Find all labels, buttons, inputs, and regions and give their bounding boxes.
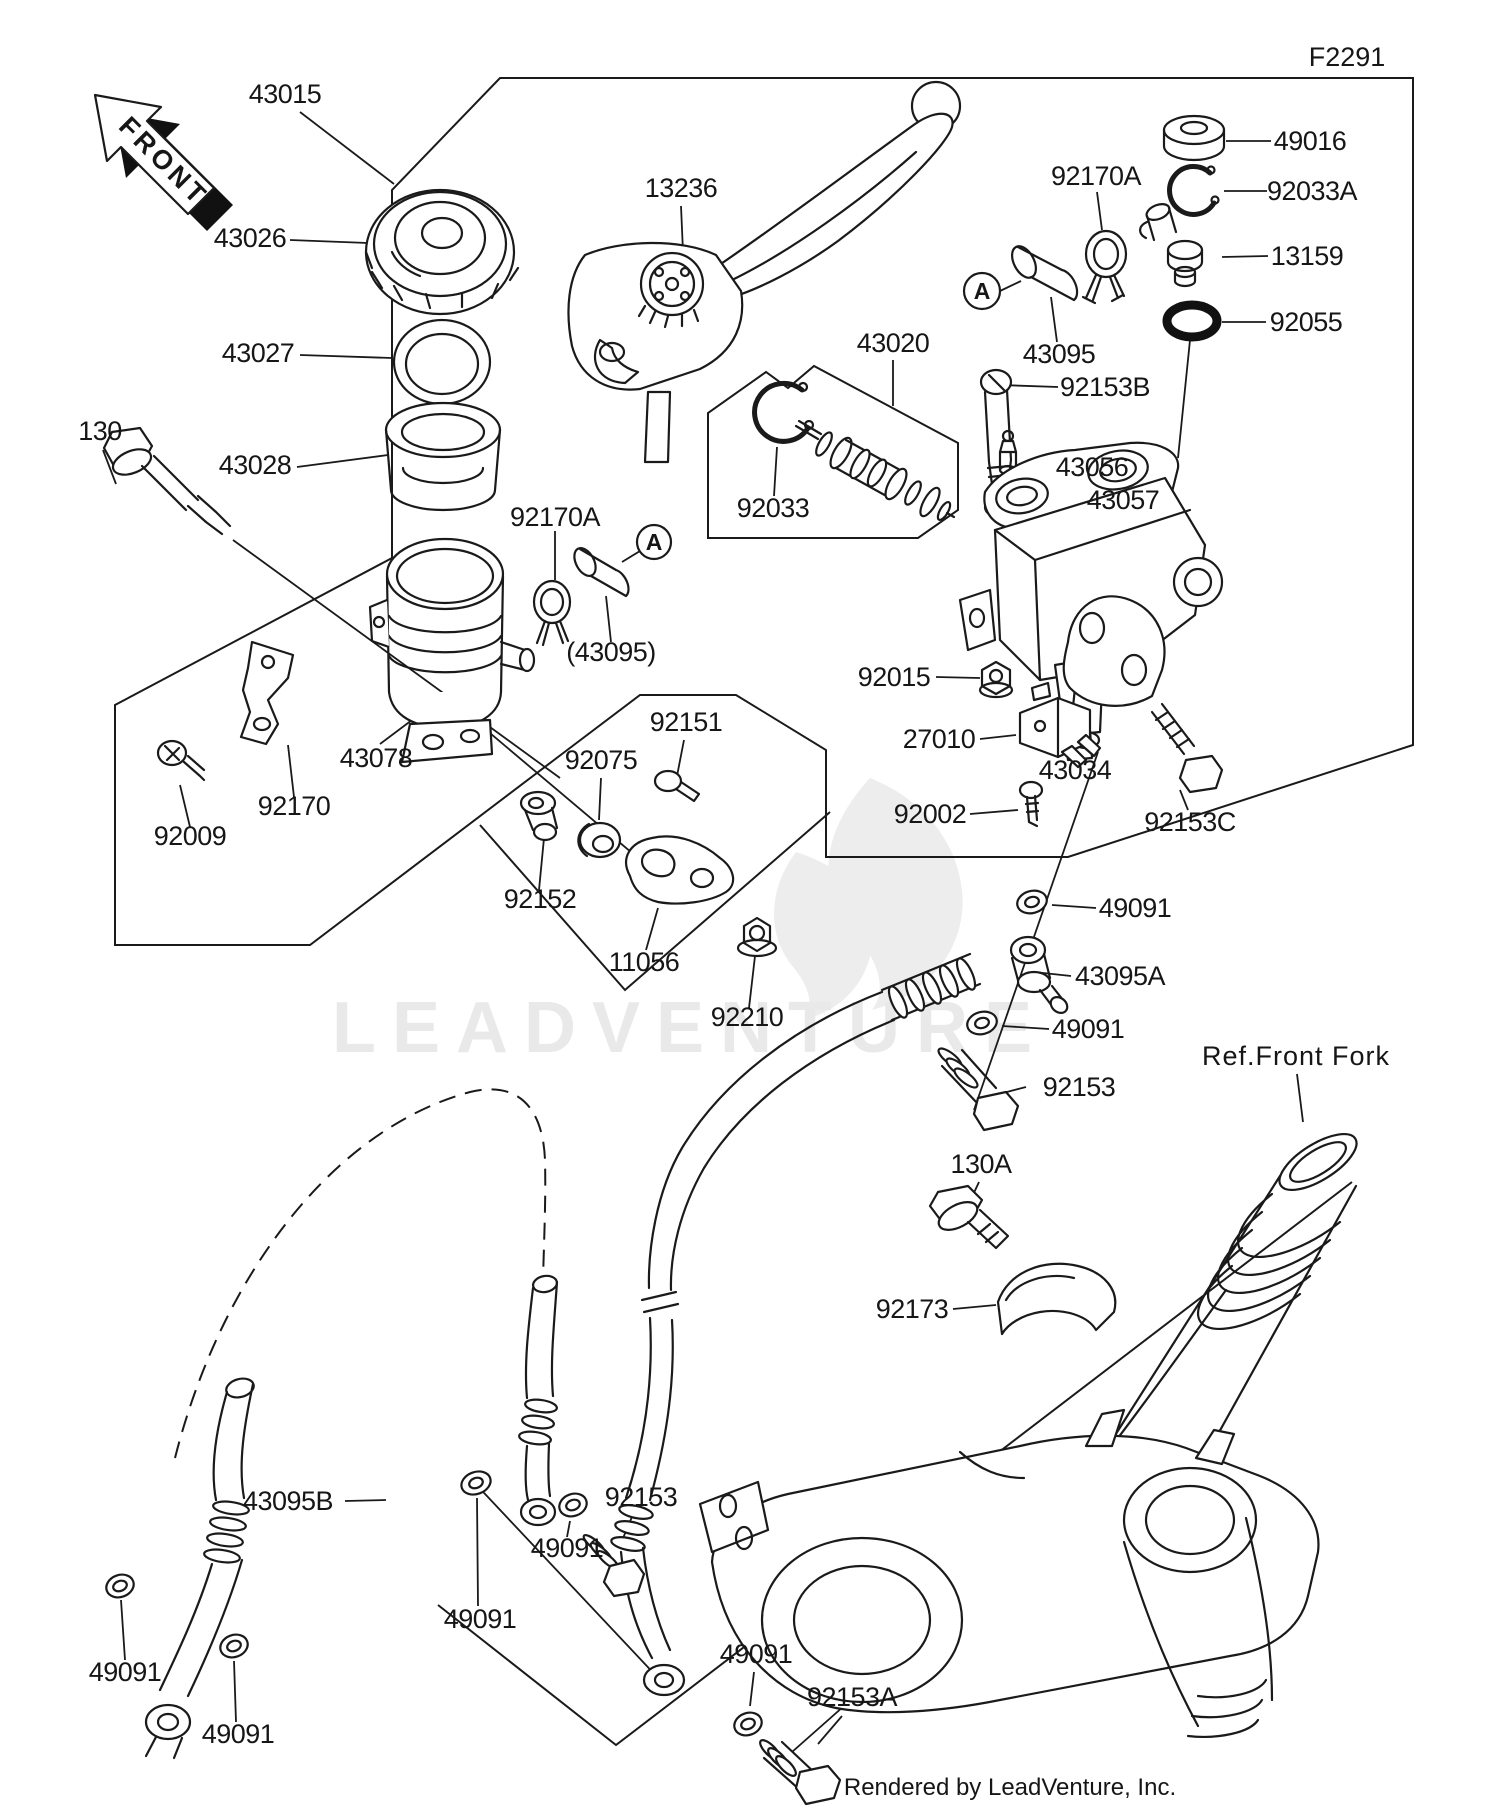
part-label-49091-7: 49091 <box>720 1639 793 1669</box>
render-credit: Rendered by LeadVenture, Inc. <box>844 1774 1176 1801</box>
part-label-92170A-top: 92170A <box>1051 161 1142 191</box>
part-label-92152: 92152 <box>504 884 577 914</box>
nut-92210-drawing <box>736 916 778 958</box>
part-label-43020: 43020 <box>857 328 930 358</box>
washers-49091-drawing <box>105 889 1048 1737</box>
front-fork-drawing <box>698 1133 1358 1738</box>
part-label-130: 130 <box>78 416 122 446</box>
part-label-130A: 130A <box>950 1149 1012 1179</box>
hardware-group-chevron <box>479 811 831 992</box>
brake-hose-lower-drawing <box>144 1274 559 1760</box>
part-label-43056: 43056 <box>1056 452 1129 482</box>
joint-13159-drawing <box>1139 203 1204 288</box>
clamp-92170A-left-drawing <box>532 579 572 647</box>
part-label-49091-5: 49091 <box>444 1604 517 1634</box>
circlip-92033-drawing <box>752 380 815 444</box>
part-label-27010: 27010 <box>903 724 976 754</box>
part-label-92015: 92015 <box>858 662 931 692</box>
brake-lever-drawing <box>567 80 962 464</box>
part-label-49091-1: 49091 <box>1099 893 1172 923</box>
diaphragm-cup-drawing <box>384 401 502 512</box>
circlip-92033A-drawing <box>1167 164 1220 217</box>
nut-92015-drawing <box>978 660 1014 699</box>
screw-92151-drawing <box>653 769 701 803</box>
watermark-flame-logo <box>774 778 963 1020</box>
part-label-92153-mid: 92153 <box>1043 1072 1116 1102</box>
banjo-bolt-92153A-drawing <box>759 1739 842 1806</box>
cap-ring-drawing <box>392 318 492 406</box>
part-label-11056: 11056 <box>609 947 680 977</box>
hose-routing-dashed-arc <box>174 1088 547 1459</box>
part-label-43015: 43015 <box>249 79 322 109</box>
damper-92075-drawing <box>577 821 622 859</box>
part-label-92170A-left: 92170A <box>510 502 601 532</box>
banjo-bolt-92153-bottom-drawing <box>582 1533 646 1598</box>
clamp-92170A-top-drawing <box>1081 229 1128 305</box>
part-label-43034: 43034 <box>1039 755 1112 785</box>
switch-27010-drawing <box>1018 681 1102 769</box>
part-label-43078: 43078 <box>340 743 413 773</box>
part-label-92173: 92173 <box>876 1294 949 1324</box>
reservoir-cap-drawing <box>364 188 520 316</box>
part-label-49091-3: 49091 <box>89 1657 162 1687</box>
part-label-43095-paren: (43095) <box>566 637 656 667</box>
sleeve-43095-top-drawing <box>1010 245 1079 302</box>
part-label-43057: 43057 <box>1087 485 1160 515</box>
part-label-92170: 92170 <box>258 791 331 821</box>
part-label-43095A: 43095A <box>1075 961 1166 991</box>
piston-kit-box <box>707 364 959 539</box>
part-label-13236: 13236 <box>645 173 718 203</box>
banjo-bolt-92153-mid-drawing <box>937 1047 1020 1132</box>
detail-marker-a-left: A <box>635 523 673 561</box>
guide-92173-drawing <box>996 1262 1117 1336</box>
part-label-43026: 43026 <box>214 223 287 253</box>
bolt-130A-drawing <box>928 1184 1010 1250</box>
part-label-49016: 49016 <box>1274 126 1347 156</box>
part-label-43027: 43027 <box>222 338 295 368</box>
part-label-92153C: 92153C <box>1144 807 1236 837</box>
part-label-13159: 13159 <box>1271 241 1344 271</box>
detail-marker-a-top: A <box>962 271 1002 311</box>
detail-marker-a-left-label: A <box>646 529 663 555</box>
bottom-routing-chevron <box>437 1181 1353 1747</box>
part-label-92153-bottom: 92153 <box>605 1482 678 1512</box>
stay-92170-drawing <box>239 640 295 746</box>
part-label-92055: 92055 <box>1270 307 1343 337</box>
diagram-code: F2291 <box>1309 42 1386 72</box>
bolt-92153C-drawing <box>1150 702 1224 794</box>
part-label-92153B: 92153B <box>1060 372 1150 402</box>
grommet-92152-drawing <box>519 790 559 842</box>
ref-front-fork-label: Ref.Front Fork <box>1202 1041 1390 1071</box>
grommet-49016-drawing <box>1162 114 1226 162</box>
piston-kit-drawing <box>794 419 956 521</box>
part-label-92033A: 92033A <box>1267 176 1358 206</box>
screw-92009-drawing <box>156 739 206 782</box>
part-label-92153A: 92153A <box>807 1682 898 1712</box>
part-label-49091-2: 49091 <box>1052 1014 1125 1044</box>
part-label-43095B: 43095B <box>243 1486 333 1516</box>
reservoir-body-drawing <box>368 537 536 764</box>
brake-hose-upper-drawing <box>610 935 1069 1697</box>
part-label-92210: 92210 <box>711 1002 784 1032</box>
sleeve-43095-left-drawing <box>573 546 630 598</box>
part-label-92151: 92151 <box>650 707 723 737</box>
axis-lines <box>232 339 1191 1753</box>
detail-marker-a-top-label: A <box>974 278 991 304</box>
part-label-43028: 43028 <box>219 450 292 480</box>
part-label-92033: 92033 <box>737 493 810 523</box>
clamp-43034-drawing <box>1062 595 1166 707</box>
part-label-92002: 92002 <box>894 799 967 829</box>
bracket-11056-drawing <box>625 835 735 905</box>
part-label-43095-top: 43095 <box>1023 339 1096 369</box>
part-label-49091-4: 49091 <box>202 1719 275 1749</box>
front-direction-arrow: FRONT <box>93 93 233 231</box>
part-label-92009: 92009 <box>154 821 227 851</box>
part-label-49091-6: 49091 <box>531 1533 604 1563</box>
screw-92002-drawing <box>1018 780 1044 828</box>
part-label-92075: 92075 <box>565 745 638 775</box>
oring-92055-drawing <box>1162 300 1222 342</box>
main-assembly-box <box>114 77 1414 946</box>
bolt-130-drawing <box>102 426 232 536</box>
